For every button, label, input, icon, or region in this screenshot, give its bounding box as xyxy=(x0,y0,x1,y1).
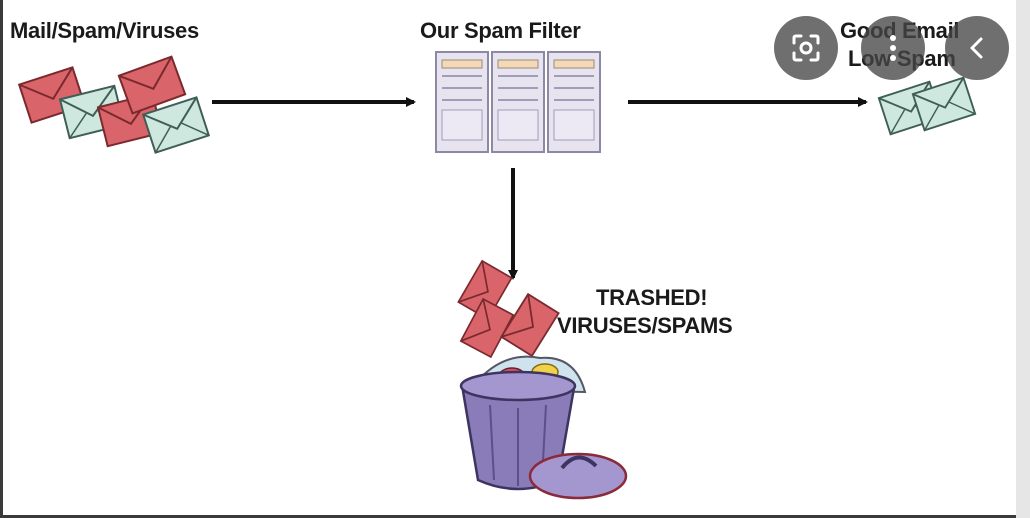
scrollbar-track xyxy=(1016,0,1030,518)
back-button[interactable] xyxy=(945,16,1009,80)
server-icon xyxy=(435,51,601,153)
trash-can-icon xyxy=(457,260,628,500)
chevron-left-icon xyxy=(970,37,983,59)
lens-search-button[interactable] xyxy=(774,16,838,80)
lens-search-icon xyxy=(792,34,820,62)
source-label: Mail/Spam/Viruses xyxy=(10,18,199,43)
good-email-icon xyxy=(877,76,977,136)
filter-label: Our Spam Filter xyxy=(420,18,581,43)
viruses-spams-label: VIRUSES/SPAMS xyxy=(557,313,733,338)
incoming-mail-pile-icon xyxy=(18,55,210,154)
more-vertical-icon xyxy=(890,35,896,61)
trashed-label: TRASHED! xyxy=(596,285,708,310)
more-options-button[interactable] xyxy=(861,16,925,80)
